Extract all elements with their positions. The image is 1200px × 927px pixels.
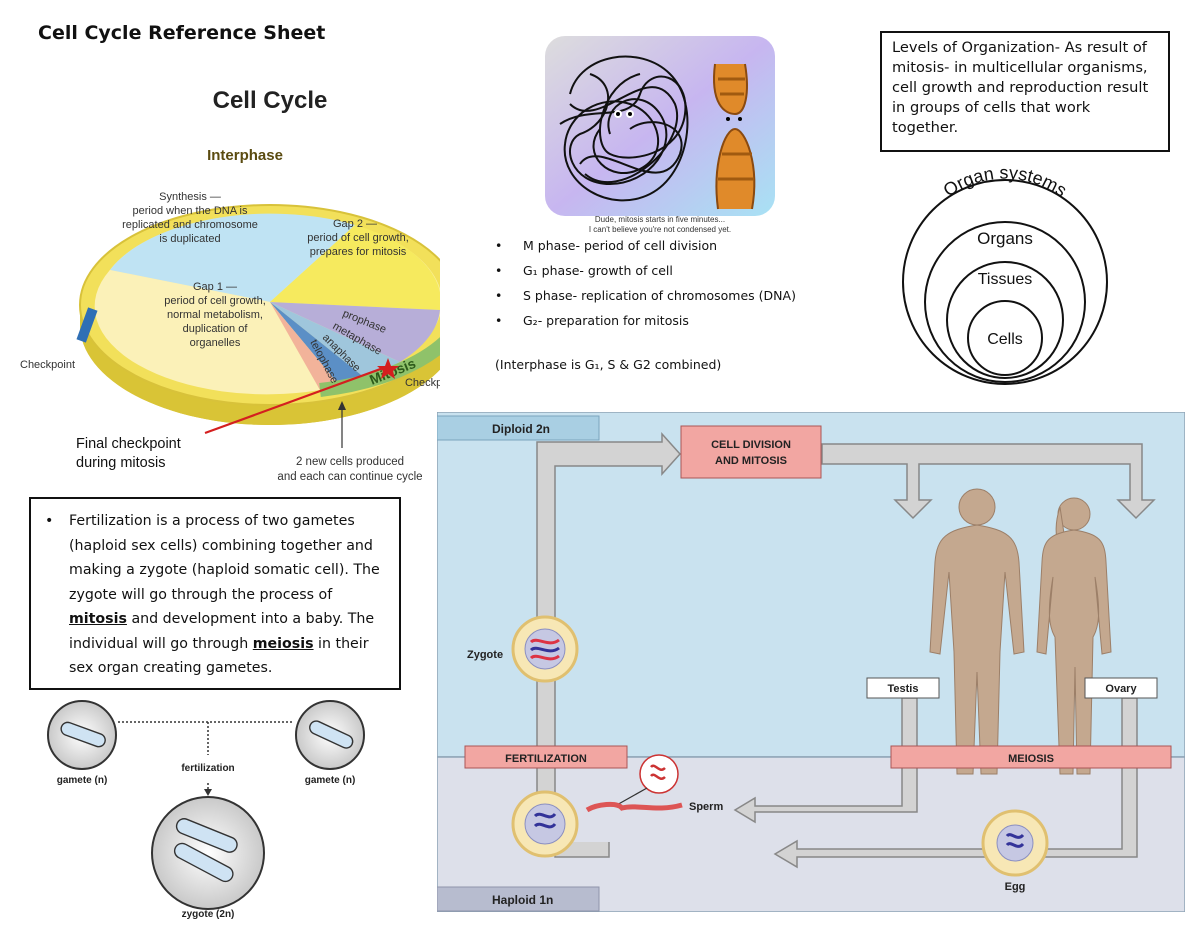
cell-cycle-diagram: Cell Cycle Interphase Synthesis — period… bbox=[20, 87, 440, 483]
cells-label: Cells bbox=[987, 331, 1023, 348]
checkpoint-left-label: Checkpoint bbox=[20, 359, 75, 371]
testis-label: Testis bbox=[888, 683, 919, 695]
fert-meiosis: meiosis bbox=[252, 635, 314, 652]
levels-of-organization-box: Levels of Organization- As result of mit… bbox=[880, 31, 1170, 152]
phase-list: M phase- period of cell division G₁ phas… bbox=[495, 238, 875, 338]
diploid-label: Diploid 2n bbox=[492, 422, 550, 436]
zygote-text: Zygote bbox=[467, 649, 503, 661]
synthesis-sector bbox=[110, 213, 355, 302]
organization-diagram: Organ systems Organs Tissues Cells bbox=[902, 163, 1108, 385]
fertilization-box: • Fertilization is a process of two game… bbox=[29, 497, 401, 690]
checkpoint-star-icon bbox=[377, 358, 399, 379]
sperm-icon bbox=[585, 801, 683, 813]
checkpoint-right-label: Checkpoint bbox=[405, 377, 440, 389]
interphase-note: (Interphase is G₁, S & G2 combined) bbox=[495, 357, 722, 372]
fertilization-bar-label: FERTILIZATION bbox=[505, 753, 587, 765]
new-cells-line-2: and each can continue cycle bbox=[277, 471, 422, 483]
org-systems-label: Organ systems bbox=[940, 163, 1071, 201]
cartoon-caption-line-1: Dude, mitosis starts in five minutes... bbox=[594, 215, 726, 224]
meiosis-bar-label: MEIOSIS bbox=[1008, 753, 1054, 765]
tissues-label: Tissues bbox=[978, 271, 1033, 288]
chromosome-cartoon bbox=[545, 36, 775, 216]
phase-item-s: S phase- replication of chromosomes (DNA… bbox=[495, 288, 875, 303]
metaphase-sector bbox=[270, 302, 400, 378]
fertilization-bar bbox=[464, 745, 628, 769]
fertilization-label: fertilization bbox=[181, 763, 234, 774]
fert-mitosis: mitosis bbox=[69, 611, 127, 627]
sperm-nucleus-inset bbox=[639, 754, 679, 794]
phase-item-m: M phase- period of cell division bbox=[495, 238, 875, 253]
male-figure bbox=[929, 488, 1025, 775]
fert-text-2: and development into a baby. The individ… bbox=[69, 611, 375, 652]
svg-text:Organ systems: Organ systems bbox=[940, 163, 1071, 201]
gap2-sector bbox=[270, 225, 440, 310]
fert-text-3: in their sex organ creating gametes. bbox=[69, 635, 369, 677]
life-cycle-diagram: Diploid 2n Haploid 1n CELL DIVISION AND … bbox=[437, 412, 1185, 912]
gap1-line-2: period of cell growth, bbox=[164, 295, 266, 307]
synthesis-line-1: Synthesis — bbox=[159, 191, 221, 203]
meiosis-bar bbox=[890, 745, 1172, 769]
cell-division-line-2: AND MITOSIS bbox=[715, 455, 787, 467]
fert-text-1: Fertilization is a process of two gamete… bbox=[69, 513, 380, 603]
final-checkpoint-line-1: Final checkpoint bbox=[76, 436, 181, 452]
gamete-diagram: gamete (n) gamete (n) fertilization zygo… bbox=[47, 700, 365, 920]
organs-label: Organs bbox=[977, 229, 1033, 248]
egg-label: Egg bbox=[1005, 881, 1026, 893]
haploid-label: Haploid 1n bbox=[492, 893, 553, 907]
synthesis-line-3: replicated and chromosome bbox=[122, 219, 258, 231]
gamete-left-label: gamete (n) bbox=[57, 775, 108, 786]
gap2-line-3: prepares for mitosis bbox=[310, 246, 407, 258]
cell-cycle-heading: Cell Cycle bbox=[213, 87, 328, 114]
telophase-sector bbox=[270, 302, 340, 390]
cell-division-line-1: CELL DIVISION bbox=[711, 439, 791, 451]
synthesis-line-4: is duplicated bbox=[159, 233, 220, 245]
female-figure bbox=[1036, 497, 1112, 775]
sperm-label: Sperm bbox=[689, 801, 723, 813]
cartoon-caption: Dude, mitosis starts in five minutes... … bbox=[540, 215, 780, 235]
final-checkpoint-line-2: during mitosis bbox=[76, 455, 165, 471]
gap2-line-2: period of cell growth, bbox=[307, 232, 409, 244]
interphase-label: Interphase bbox=[207, 147, 283, 164]
phase-item-g2: G₂- preparation for mitosis bbox=[495, 313, 875, 328]
cell-division-box bbox=[680, 425, 822, 479]
phase-item-g1: G₁ phase- growth of cell bbox=[495, 263, 875, 278]
anaphase-sector bbox=[270, 302, 365, 386]
gap1-line-3: normal metabolism, bbox=[167, 309, 263, 321]
gamete-right-label: gamete (n) bbox=[305, 775, 356, 786]
new-cells-line-1: 2 new cells produced bbox=[296, 456, 404, 468]
gap1-line-1: Gap 1 — bbox=[193, 281, 237, 293]
page-title: Cell Cycle Reference Sheet bbox=[38, 22, 326, 44]
gap2-line-1: Gap 2 — bbox=[333, 218, 377, 230]
prophase-sector bbox=[270, 302, 440, 362]
cartoon-caption-line-2: I can't believe you're not condensed yet… bbox=[588, 225, 732, 234]
gap1-line-4: duplication of bbox=[183, 323, 249, 335]
gap1-sector bbox=[94, 270, 320, 395]
ovary-label: Ovary bbox=[1105, 683, 1137, 695]
synthesis-line-2: period when the DNA is bbox=[133, 205, 248, 217]
gap1-line-5: organelles bbox=[190, 337, 241, 349]
zygote-label: zygote (2n) bbox=[182, 909, 235, 920]
